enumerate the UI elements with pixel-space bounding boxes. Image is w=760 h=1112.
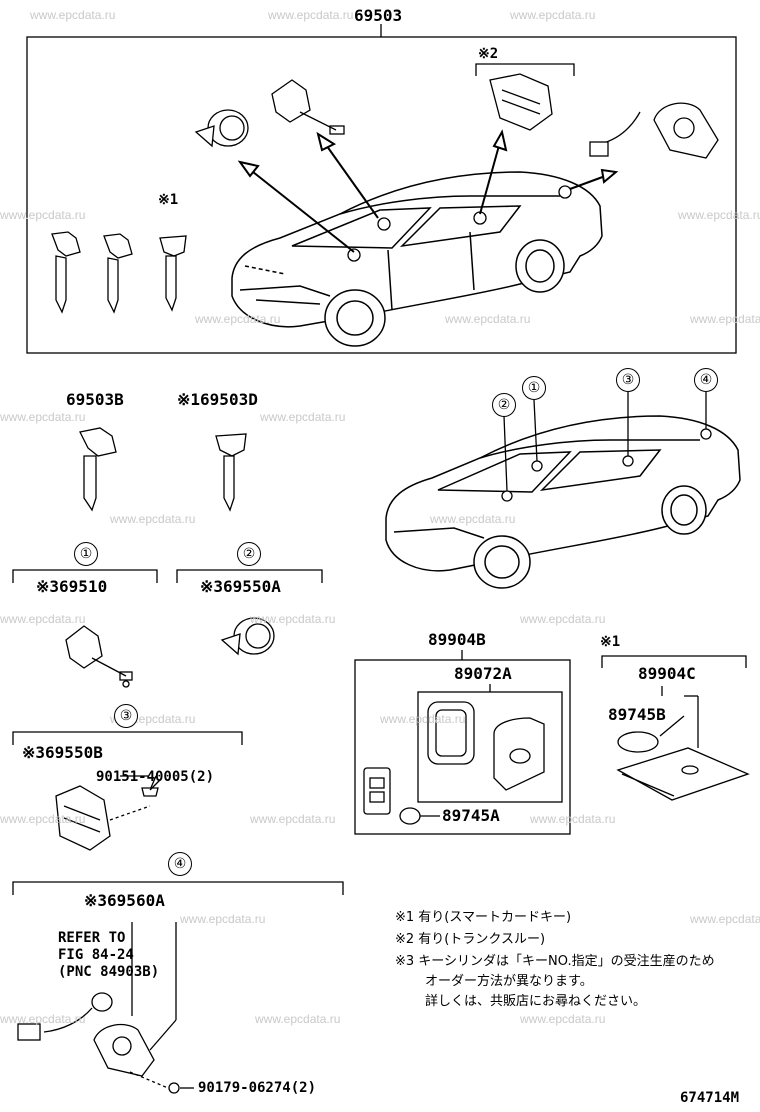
watermark: www.epcdata.ru — [0, 812, 86, 826]
watermark: www.epcdata.ru — [250, 612, 336, 626]
part-label-69550a[interactable]: ※369550A — [200, 577, 281, 596]
watermark: www.epcdata.ru — [255, 1012, 341, 1026]
position-marker-2: ② — [492, 393, 516, 417]
part-label-89072a[interactable]: 89072A — [454, 664, 512, 683]
position-marker-3: ③ — [616, 368, 640, 392]
watermark: www.epcdata.ru — [690, 312, 760, 326]
watermark: www.epcdata.ru — [0, 208, 86, 222]
watermark: www.epcdata.ru — [690, 912, 760, 926]
refer-line-2: FIG 84-24 — [58, 947, 134, 963]
watermark: www.epcdata.ru — [110, 512, 196, 526]
note-mark-1: ※1 — [158, 192, 179, 208]
cylinder-69550a-illustration — [220, 617, 275, 656]
key-illustrations-main — [51, 231, 187, 314]
note-line-2: ※2 有り(トランクスルー) — [395, 932, 546, 947]
part-label-69550b[interactable]: ※369550B — [22, 743, 103, 762]
watermark: www.epcdata.ru — [0, 410, 86, 424]
watermark: www.epcdata.ru — [520, 1012, 606, 1026]
diagram-code: 674714M — [680, 1090, 740, 1106]
watermark: www.epcdata.ru — [430, 512, 516, 526]
note-mark-2: ※2 — [478, 46, 499, 62]
cylinder-69560a-illustration — [17, 992, 194, 1094]
watermark: www.epcdata.ru — [445, 312, 531, 326]
watermark: www.epcdata.ru — [180, 912, 266, 926]
group-marker-3: ③ — [114, 704, 138, 728]
part-label-69560a[interactable]: ※369560A — [84, 891, 165, 910]
watermark: www.epcdata.ru — [30, 8, 116, 22]
watermark: www.epcdata.ru — [260, 410, 346, 424]
watermark: www.epcdata.ru — [530, 812, 616, 826]
group-marker-4: ④ — [168, 852, 192, 876]
group-marker-1: ① — [74, 542, 98, 566]
smart-key-illustration — [363, 701, 545, 825]
watermark: www.epcdata.ru — [0, 612, 86, 626]
position-marker-4: ④ — [694, 368, 718, 392]
note-mark-1-89904c: ※1 — [600, 634, 621, 650]
watermark: www.epcdata.ru — [678, 208, 760, 222]
position-marker-1: ① — [522, 376, 546, 400]
cylinder-parts-main — [194, 73, 719, 159]
refer-line-3: (PNC 84903B) — [58, 964, 160, 980]
part-label-89745a[interactable]: 89745A — [442, 806, 500, 825]
cylinder-69510-illustration — [65, 625, 133, 688]
car-illustration-locator — [385, 415, 741, 589]
part-label-89745b[interactable]: 89745B — [608, 705, 666, 724]
watermark: www.epcdata.ru — [195, 312, 281, 326]
refer-line-1: REFER TO — [58, 930, 126, 946]
part-label-89904b[interactable]: 89904B — [428, 630, 486, 649]
part-label-69503d[interactable]: ※169503D — [177, 390, 258, 409]
card-key-illustration — [616, 731, 750, 801]
watermark: www.epcdata.ru — [510, 8, 596, 22]
note-line-4: オーダー方法が異なります。 — [425, 974, 593, 989]
watermark: www.epcdata.ru — [380, 712, 466, 726]
key-69503b-illustration — [79, 427, 117, 512]
note-line-5: 詳しくは、共販店にお尋ねください。 — [425, 994, 647, 1009]
watermark: www.epcdata.ru — [520, 612, 606, 626]
group-marker-2: ② — [237, 542, 261, 566]
note-line-3: ※3 キーシリンダは「キーNO.指定」の受注生産のため — [395, 954, 715, 969]
part-label-69503[interactable]: 69503 — [354, 6, 403, 25]
part-label-90151[interactable]: 90151-40005(2) — [96, 769, 215, 785]
watermark: www.epcdata.ru — [268, 8, 354, 22]
watermark: www.epcdata.ru — [250, 812, 336, 826]
part-label-90179[interactable]: 90179-06274(2) — [198, 1080, 317, 1096]
note-line-1: ※1 有り(スマートカードキー) — [395, 910, 572, 925]
key-69503d-illustration — [215, 433, 247, 512]
part-label-69503b[interactable]: 69503B — [66, 390, 124, 409]
car-illustration-main — [231, 171, 603, 347]
part-label-69510[interactable]: ※369510 — [36, 577, 108, 596]
part-label-89904c[interactable]: 89904C — [638, 664, 696, 683]
watermark: www.epcdata.ru — [0, 1012, 86, 1026]
